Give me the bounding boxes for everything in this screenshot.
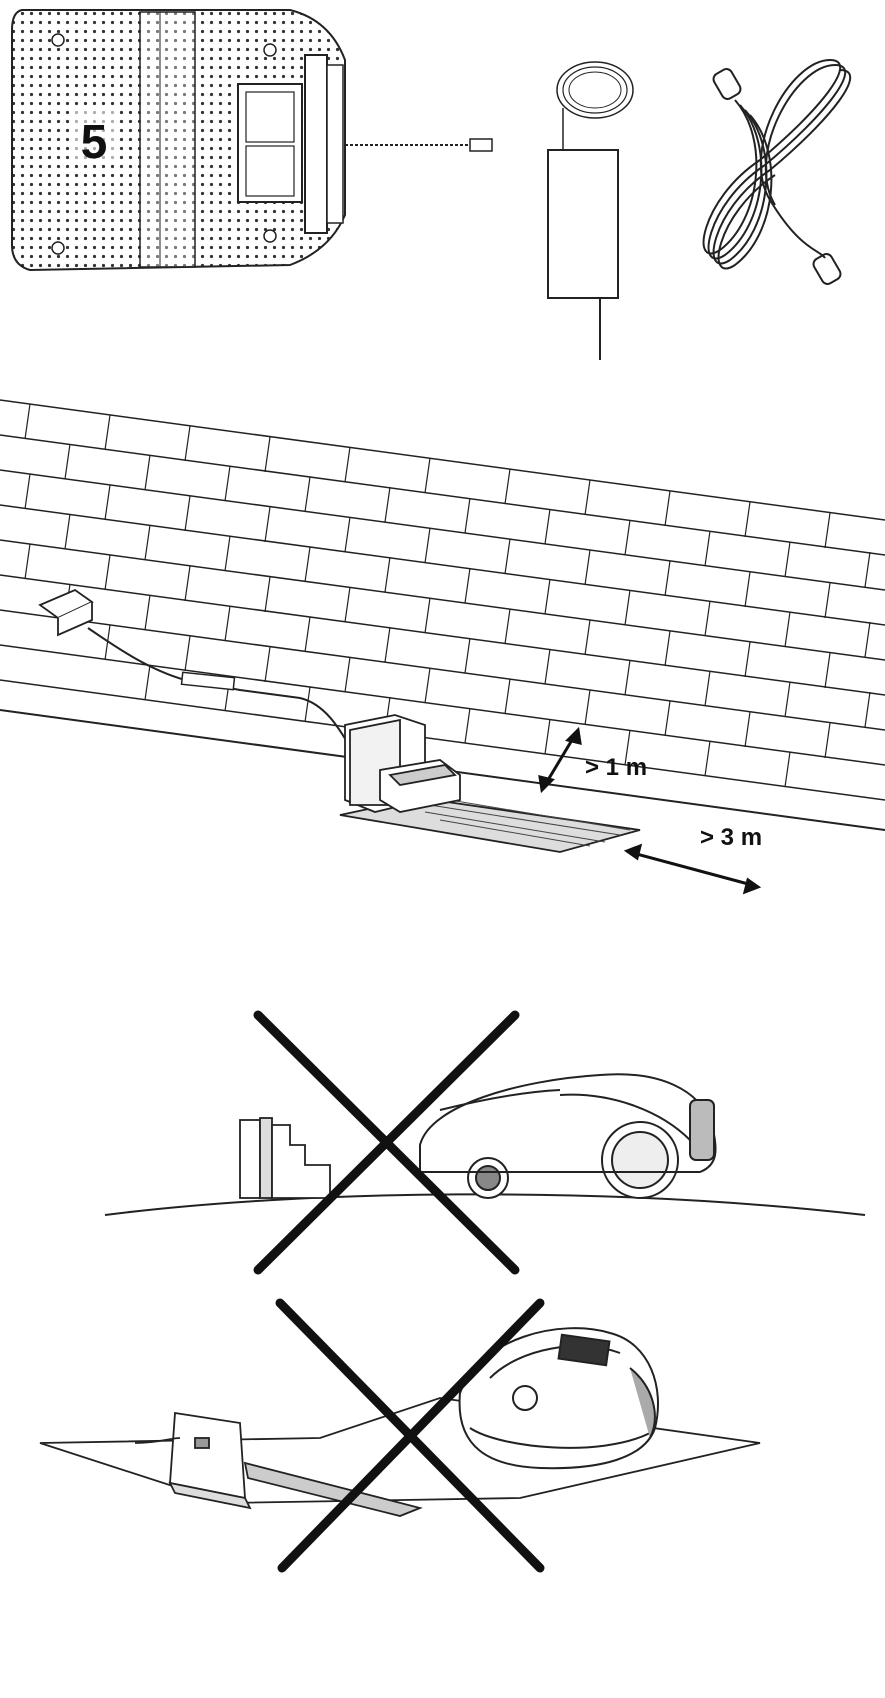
incorrect-uneven-panel [0,1298,885,1698]
distance-arrow-front [623,843,762,895]
components-panel: 5 [0,0,885,360]
power-cable [87,627,356,756]
robotic-mower-front [458,1327,659,1470]
robotic-mower [419,1073,717,1199]
power-adapter [180,671,236,691]
incorrect-slope-illustration [104,1010,866,1275]
charging-station [339,714,641,853]
charging-station-side [239,1117,331,1199]
ground-line [104,1193,866,1216]
distance-front-label: > 3 m [700,824,762,851]
power-supply [547,61,634,360]
station-number: 5 [81,116,108,169]
cross-mark-2 [275,1298,545,1573]
wall-installation-illustration: > 1 m > 3 m [0,399,885,895]
wall-installation-panel: > 1 m > 3 m [0,380,885,920]
components-illustration: 5 [11,9,852,360]
charging-station-top-view: 5 [11,9,493,272]
incorrect-uneven-illustration [39,1298,761,1573]
wall-socket [38,588,94,637]
incorrect-slope-panel [0,1000,885,1290]
distance-wall-label: > 1 m [585,754,647,781]
charging-station-tilted [134,1411,423,1517]
distance-arrow-wall [538,726,582,794]
extension-cable [702,58,852,285]
cross-mark [253,1010,520,1275]
